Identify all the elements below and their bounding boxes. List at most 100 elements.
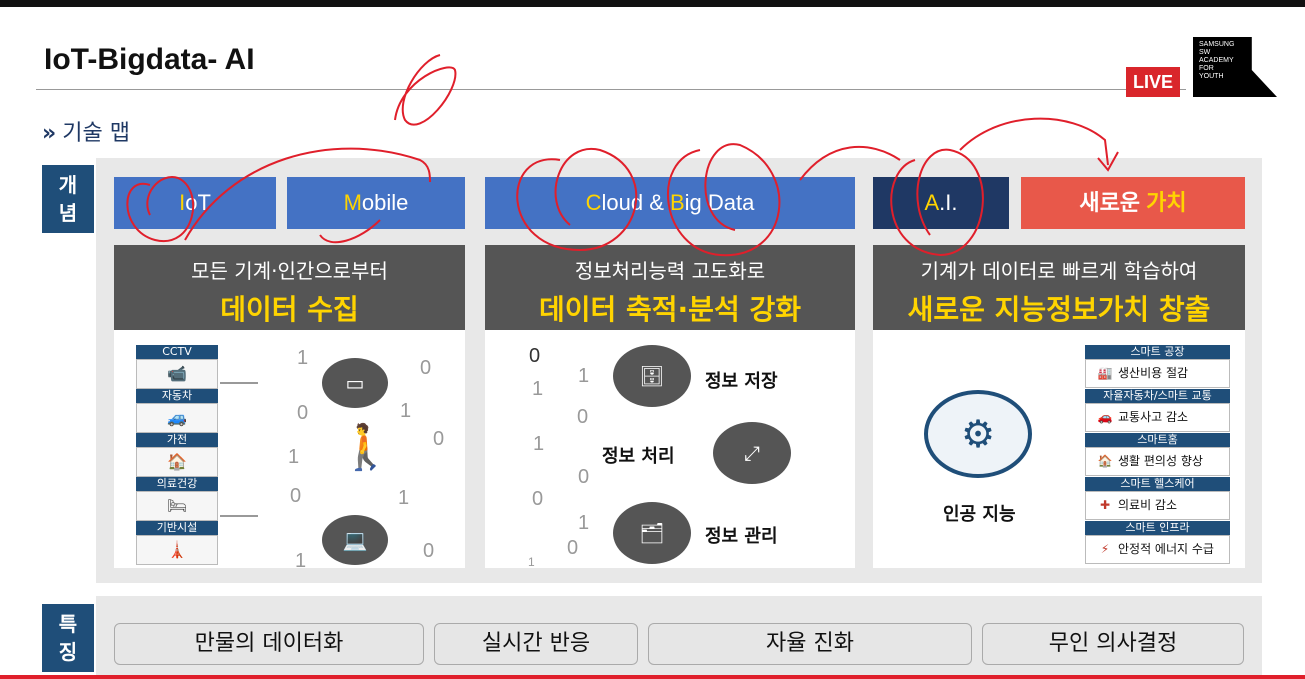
- binary-digit: 0: [567, 537, 579, 559]
- iot-rest: oT: [185, 190, 211, 215]
- smart-factory: 스마트 공장 🏭 생산비용 절감: [1085, 345, 1230, 388]
- server-icon: 🗄: [613, 345, 691, 407]
- binary-digit: 1: [297, 347, 309, 369]
- cloud-rest: loud &: [601, 190, 670, 215]
- feature-autonomous: 자율 진화: [648, 623, 972, 665]
- binary-digit: 1: [578, 365, 590, 387]
- info-storage-label: 정보 저장: [705, 371, 778, 392]
- smart-home-text: 생활 편의성 향상: [1118, 454, 1203, 468]
- ai-button: A.I.: [873, 177, 1009, 229]
- iot-desc-line2: 데이터 수집: [220, 293, 359, 326]
- mobile-rest: obile: [361, 190, 409, 215]
- cloud-bigdata-button: Cloud & Big Data: [485, 177, 855, 229]
- info-management-label: 정보 관리: [705, 526, 778, 547]
- home-icon: 🏠: [1097, 454, 1113, 468]
- iot-desc-line1: 모든 기계·인간으로부터: [191, 259, 388, 283]
- smart-traffic: 자율자동차/스마트 교통 🚗 교통사고 감소: [1085, 389, 1230, 432]
- iot-device-cctv: CCTV📹: [136, 345, 218, 389]
- new-value-highlight: 가치: [1146, 190, 1187, 215]
- arrow-icon: [220, 382, 258, 384]
- binary-digit: 0: [532, 488, 544, 510]
- health-label: 의료건강: [136, 477, 218, 491]
- smart-factory-text: 생산비용 절감: [1118, 366, 1189, 380]
- binary-digit: 1: [288, 446, 300, 468]
- smart-infra-text: 안정적 에너지 수급: [1118, 542, 1214, 556]
- binary-digit: 0: [290, 485, 302, 507]
- smart-home: 스마트홈 🏠 생활 편의성 향상: [1085, 433, 1230, 476]
- smart-healthcare: 스마트 헬스케어 ✚ 의료비 감소: [1085, 477, 1230, 520]
- medical-icon: ✚: [1099, 498, 1111, 512]
- laptop-icon: 💻: [322, 515, 388, 565]
- infra-icon: 🗼: [136, 535, 218, 565]
- binary-digit: 1: [528, 555, 535, 569]
- binary-digit: 0: [578, 466, 590, 488]
- smart-factory-header: 스마트 공장: [1085, 345, 1230, 359]
- concept-tab-char: 념: [58, 201, 78, 225]
- binary-digit: 1: [295, 550, 307, 572]
- binary-digit: 0: [577, 406, 589, 428]
- expand-arrows-icon: ⤢: [713, 422, 791, 484]
- iot-button: IoT: [114, 177, 276, 229]
- binary-digit: 1: [533, 433, 545, 455]
- binary-digit: 1: [532, 378, 544, 400]
- concept-tab: 개 념: [42, 165, 94, 233]
- feature-realtime: 실시간 반응: [434, 623, 638, 665]
- feature-tab-char: 징: [58, 640, 78, 664]
- ai-desc-line2: 새로운 지능정보가치 창출: [907, 293, 1211, 326]
- iot-device-health: 의료건강🛏: [136, 477, 218, 521]
- car-label: 자동차: [136, 389, 218, 403]
- mobile-initial: M: [343, 190, 362, 215]
- ai-description: 기계가 데이터로 빠르게 학습하여 새로운 지능정보가치 창출: [873, 245, 1245, 330]
- factory-icon: 🏭: [1097, 366, 1113, 380]
- chevron-icon: »: [42, 121, 57, 146]
- concept-tab-char: 개: [58, 173, 78, 197]
- binary-digit: 0: [433, 428, 445, 450]
- binary-digit: 1: [400, 400, 412, 422]
- ai-rest: .I.: [939, 190, 958, 215]
- cloud-initial: C: [585, 190, 602, 215]
- smart-infra-header: 스마트 인프라: [1085, 521, 1230, 535]
- binary-digit: 0: [529, 345, 541, 367]
- section-heading: »기술 맵: [42, 115, 130, 147]
- iot-device-infra: 기반시설🗼: [136, 521, 218, 565]
- bigdata-desc-line1: 정보처리능력 고도화로: [574, 259, 766, 283]
- smart-healthcare-header: 스마트 헬스케어: [1085, 477, 1230, 491]
- smart-traffic-header: 자율자동차/스마트 교통: [1085, 389, 1230, 403]
- live-badge: LIVE: [1126, 67, 1180, 97]
- smart-traffic-item: 🚗 교통사고 감소: [1085, 403, 1230, 432]
- binary-digit: 1: [578, 512, 590, 534]
- cctv-icon: 📹: [136, 359, 218, 389]
- binary-digit: 0: [297, 402, 309, 424]
- cctv-label: CCTV: [136, 345, 218, 359]
- iot-description: 모든 기계·인간으로부터 데이터 수집: [114, 245, 465, 330]
- tablet-icon: ▭: [322, 358, 388, 408]
- mobile-button: Mobile: [287, 177, 465, 229]
- bigdata-description: 정보처리능력 고도화로 데이터 축적·분석 강화: [485, 245, 855, 330]
- binary-digit: 1: [398, 487, 410, 509]
- appliance-icon: 🏠: [136, 447, 218, 477]
- info-processing-label: 정보 처리: [602, 446, 675, 467]
- smart-infra-item: ⚡ 안정적 에너지 수급: [1085, 535, 1230, 564]
- new-value-button: 새로운 가치: [1021, 177, 1245, 229]
- samsung-academy-logo: SAMSUNG SW ACADEMY FOR YOUTH: [1193, 37, 1277, 97]
- smart-infra: 스마트 인프라 ⚡ 안정적 에너지 수급: [1085, 521, 1230, 564]
- progress-bar: [0, 675, 1305, 679]
- ai-label: 인공 지능: [943, 504, 1016, 525]
- car-icon: 🚗: [1097, 410, 1113, 424]
- smart-healthcare-item: ✚ 의료비 감소: [1085, 491, 1230, 520]
- smart-traffic-text: 교통사고 감소: [1118, 410, 1189, 424]
- smart-home-header: 스마트홈: [1085, 433, 1230, 447]
- feature-unmanned-decision: 무인 의사결정: [982, 623, 1244, 665]
- bigdata-initial: B: [669, 190, 685, 215]
- ai-initial: A: [924, 190, 940, 215]
- feature-tab-char: 특: [58, 612, 78, 636]
- appliance-label: 가전: [136, 433, 218, 447]
- arrow-icon: [220, 515, 258, 517]
- iot-device-car: 자동차🚙: [136, 389, 218, 433]
- feature-tab: 특 징: [42, 604, 94, 672]
- energy-icon: ⚡: [1100, 542, 1110, 556]
- health-icon: 🛏: [136, 491, 218, 521]
- smart-factory-item: 🏭 생산비용 절감: [1085, 359, 1230, 388]
- smart-healthcare-text: 의료비 감소: [1118, 498, 1178, 512]
- car-icon: 🚙: [136, 403, 218, 433]
